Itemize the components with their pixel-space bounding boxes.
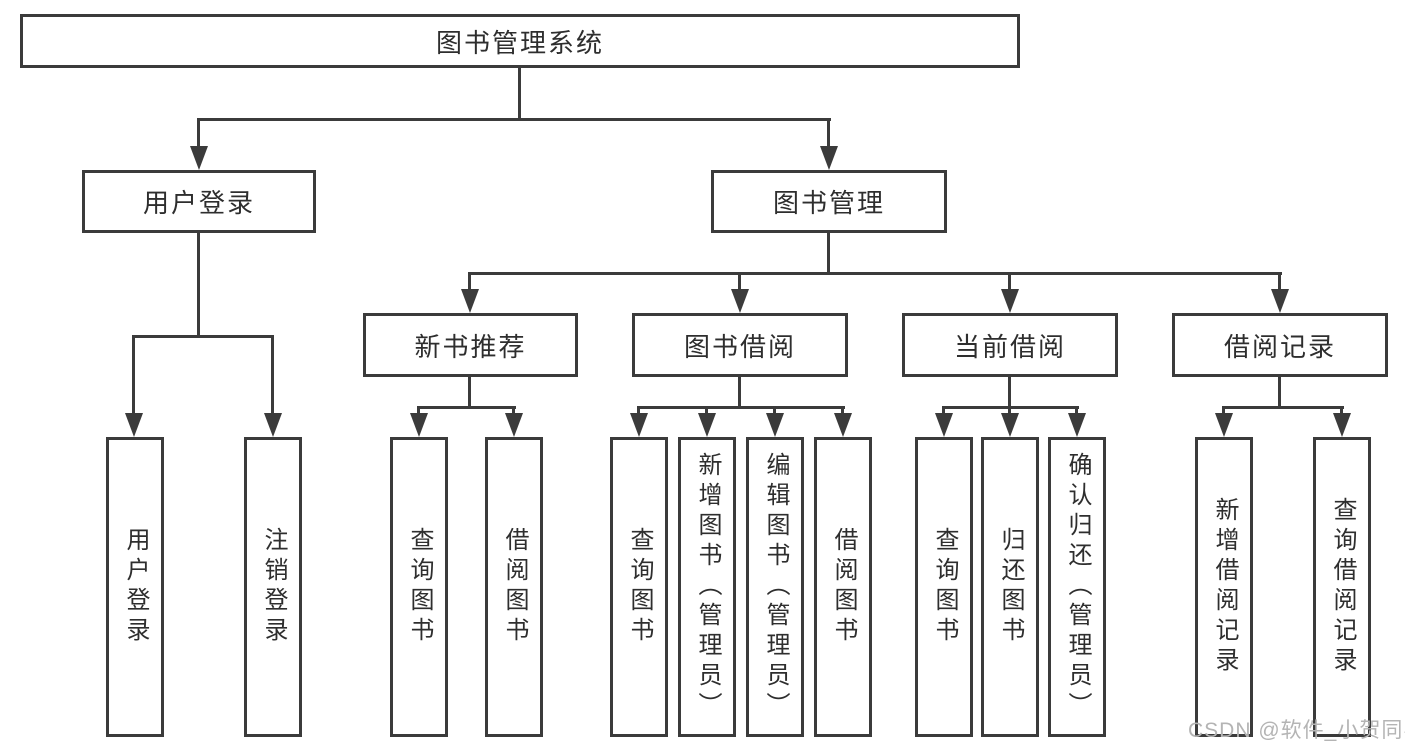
- arrow-down-icon: [410, 413, 428, 437]
- connector-line: [197, 118, 200, 150]
- arrow-down-icon: [630, 413, 648, 437]
- connector-line: [417, 406, 516, 409]
- leaf-user-login: 用户登录: [106, 437, 164, 737]
- connector-line: [942, 406, 945, 417]
- arrow-down-icon: [190, 146, 208, 170]
- arrow-down-icon: [698, 413, 716, 437]
- node-label: 注销登录: [260, 527, 287, 647]
- connector-line: [637, 406, 640, 417]
- connector-line: [637, 406, 845, 409]
- leaf-borrow-books-recommend: 借阅图书: [485, 437, 543, 737]
- arrow-down-icon: [461, 289, 479, 313]
- connector-line: [1075, 406, 1078, 417]
- arrow-down-icon: [1333, 413, 1351, 437]
- node-label: 新书推荐: [414, 331, 527, 362]
- arrow-down-icon: [731, 289, 749, 313]
- leaf-query-books-recommend: 查询图书: [390, 437, 448, 737]
- leaf-confirm-return-admin: 确认归还（管理员）: [1048, 437, 1106, 737]
- connector-line: [417, 406, 420, 417]
- node-label: 用户登录: [142, 188, 255, 218]
- connector-line: [271, 335, 274, 415]
- arrow-down-icon: [935, 413, 953, 437]
- connector-line: [1222, 406, 1344, 409]
- leaf-add-borrow-record: 新增借阅记录: [1195, 437, 1253, 737]
- connector-line: [1008, 377, 1011, 409]
- connector-line: [827, 118, 830, 150]
- node-label: 查询借阅记录: [1329, 497, 1356, 677]
- node-label: 查询图书: [626, 527, 653, 647]
- node-new-book-recommendation: 新书推荐: [363, 313, 578, 377]
- connector-line: [738, 377, 741, 409]
- node-label: 借阅记录: [1223, 331, 1336, 362]
- connector-line: [132, 335, 274, 338]
- node-label: 图书借阅: [683, 331, 796, 362]
- connector-line: [1008, 272, 1011, 292]
- node-label: 图书管理系统: [435, 27, 604, 58]
- leaf-logout: 注销登录: [244, 437, 302, 737]
- node-label: 图书管理: [772, 188, 885, 218]
- node-borrowing-records: 借阅记录: [1172, 313, 1388, 377]
- watermark: CSDN @软件_小贺同学: [1188, 719, 1405, 742]
- node-user-login: 用户登录: [82, 170, 316, 233]
- node-label: 借阅图书: [501, 527, 528, 647]
- node-label: 查询图书: [406, 527, 433, 647]
- node-label: 借阅图书: [830, 527, 857, 647]
- node-book-borrowing: 图书借阅: [632, 313, 848, 377]
- connector-line: [197, 233, 200, 338]
- node-label: 确认归还（管理员）: [1064, 452, 1091, 722]
- node-current-borrowing: 当前借阅: [902, 313, 1118, 377]
- connector-line: [841, 406, 844, 417]
- leaf-edit-book-admin: 编辑图书（管理员）: [746, 437, 804, 737]
- connector-line: [738, 272, 741, 292]
- node-root-library-management-system: 图书管理系统: [20, 14, 1020, 68]
- leaf-query-borrow-record: 查询借阅记录: [1313, 437, 1371, 737]
- leaf-query-books-borrowing: 查询图书: [610, 437, 668, 737]
- connector-line: [468, 377, 471, 409]
- leaf-return-book: 归还图书: [981, 437, 1039, 737]
- node-label: 查询图书: [931, 527, 958, 647]
- node-label: 新增借阅记录: [1211, 497, 1238, 677]
- leaf-borrow-books-borrowing: 借阅图书: [814, 437, 872, 737]
- arrow-down-icon: [1068, 413, 1086, 437]
- leaf-add-book-admin: 新增图书（管理员）: [678, 437, 736, 737]
- connector-line: [1008, 406, 1011, 417]
- connector-line: [197, 118, 831, 121]
- connector-line: [512, 406, 515, 417]
- node-book-management: 图书管理: [711, 170, 947, 233]
- arrow-down-icon: [820, 146, 838, 170]
- connector-line: [773, 406, 776, 417]
- connector-line: [132, 335, 135, 415]
- arrow-down-icon: [1271, 289, 1289, 313]
- node-label: 用户登录: [122, 527, 149, 647]
- node-label: 编辑图书（管理员）: [762, 452, 789, 722]
- connector-line: [1222, 406, 1225, 417]
- connector-line: [1278, 272, 1281, 292]
- node-label: 当前借阅: [953, 331, 1066, 362]
- connector-line: [1278, 377, 1281, 409]
- connector-line: [1340, 406, 1343, 417]
- connector-line: [468, 272, 1282, 275]
- arrow-down-icon: [1001, 289, 1019, 313]
- connector-line: [705, 406, 708, 417]
- node-label: 新增图书（管理员）: [694, 452, 721, 722]
- node-label: 归还图书: [997, 527, 1024, 647]
- arrow-down-icon: [1215, 413, 1233, 437]
- arrow-down-icon: [505, 413, 523, 437]
- connector-line: [518, 68, 521, 121]
- leaf-query-books-current: 查询图书: [915, 437, 973, 737]
- arrow-down-icon: [264, 413, 282, 437]
- arrow-down-icon: [125, 413, 143, 437]
- connector-line: [468, 272, 471, 292]
- connector-line: [827, 233, 830, 275]
- arrow-down-icon: [1001, 413, 1019, 437]
- arrow-down-icon: [834, 413, 852, 437]
- arrow-down-icon: [766, 413, 784, 437]
